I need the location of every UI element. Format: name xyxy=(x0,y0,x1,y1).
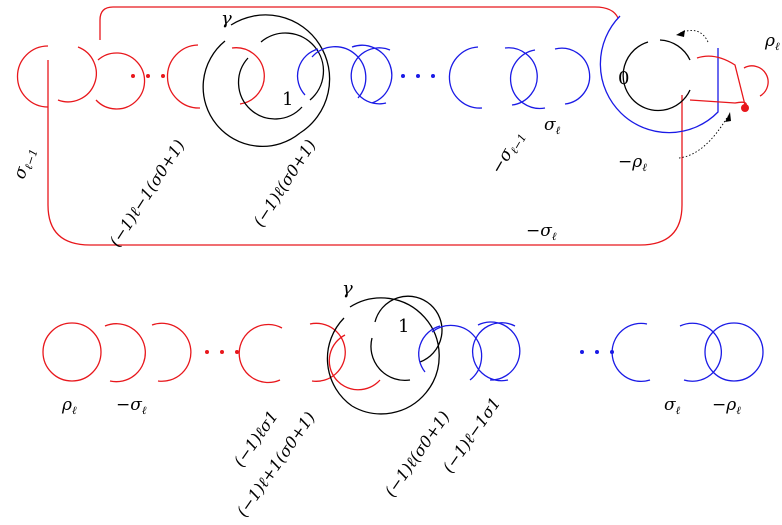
top-coef-a-label: (−1)ℓ−1(σ0+1) xyxy=(105,136,188,250)
red-chain-right xyxy=(689,55,769,109)
blue-dots-bottom xyxy=(580,350,614,354)
bottom-neg-rho-label: −ρℓ xyxy=(712,395,741,417)
top-neg-sigma-l-1-label: −σℓ−1 xyxy=(487,127,529,178)
red-chain-bottom xyxy=(42,322,381,391)
dotted-arrows xyxy=(678,30,729,159)
bottom-coef-d-label: (−1)ℓ−1σ1 xyxy=(439,394,505,477)
red-dots-bottom xyxy=(205,350,239,354)
top-diagram xyxy=(16,6,769,246)
top-sigma-label: σℓ xyxy=(544,115,561,137)
bottom-rho-label: ρℓ xyxy=(61,395,77,417)
blue-chain-top xyxy=(296,15,719,134)
top-neg-sigma-label: −σℓ xyxy=(526,221,557,243)
top-coef-b-label: (−1)ℓ(σ0+1) xyxy=(249,136,319,230)
blue-chain-bottom xyxy=(418,321,764,383)
gamma-bottom xyxy=(326,295,443,415)
gamma-top xyxy=(202,14,331,147)
red-chain-top xyxy=(16,44,265,110)
bottom-sigma-label: σℓ xyxy=(664,395,681,417)
top-sigma-l-1-label: σℓ−1 xyxy=(10,145,41,183)
top-rho-label: ρℓ xyxy=(764,31,780,53)
blue-dots-top xyxy=(401,74,435,78)
red-marker-dot xyxy=(741,104,749,112)
red-dots-top xyxy=(131,74,165,78)
bottom-one-label: 1 xyxy=(398,316,409,337)
bottom-coef-c-label: (−1)ℓ(σ0+1) xyxy=(381,408,454,501)
bottom-diagram xyxy=(42,295,764,415)
top-neg-rho-label: −ρℓ xyxy=(618,152,647,174)
zero-circle xyxy=(622,41,691,112)
bottom-gamma-label: γ xyxy=(342,278,353,299)
top-one-label: 1 xyxy=(282,89,293,110)
top-gamma-label: γ xyxy=(221,8,232,29)
top-zero-label: 0 xyxy=(618,68,629,89)
bottom-neg-sigma-label: −σℓ xyxy=(116,395,147,417)
red-band xyxy=(47,6,683,246)
